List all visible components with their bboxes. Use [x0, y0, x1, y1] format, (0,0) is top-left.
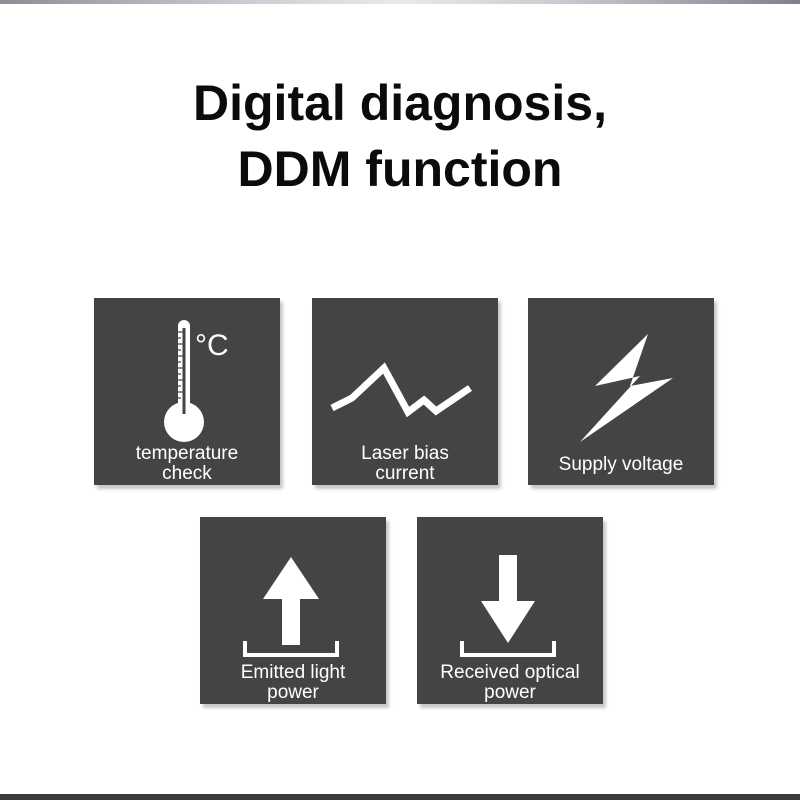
- tile-label-line-2: check: [162, 463, 212, 484]
- tile-label-line-2: current: [375, 463, 435, 484]
- tile-label-line-1: Supply voltage: [558, 454, 684, 475]
- celsius-unit-label: °C: [195, 329, 229, 362]
- tile-supply-voltage: Supply voltage: [528, 298, 714, 485]
- up-arrow-icon: [243, 557, 339, 657]
- tile-laser-bias-current: Laser bias current: [312, 298, 498, 485]
- tile-label-line-1: Laser bias: [361, 443, 449, 464]
- page-title: Digital diagnosis, DDM function: [0, 70, 800, 202]
- thermometer-icon: °C: [164, 320, 229, 442]
- tile-label-line-1: temperature: [135, 443, 239, 464]
- tile-received-optical-power: Received optical power: [417, 517, 603, 704]
- tile-emitted-light-power: Emitted light power: [200, 517, 386, 704]
- lightning-bolt-icon: [580, 334, 673, 442]
- bottom-edge-bar: [0, 794, 800, 800]
- tile-label: Emitted light power: [200, 663, 386, 703]
- page-title-line-1: Digital diagnosis,: [193, 75, 607, 131]
- page-title-line-2: DDM function: [237, 141, 563, 197]
- tile-label: Laser bias current: [312, 444, 498, 484]
- tile-label: Supply voltage: [528, 455, 714, 475]
- tile-label-line-2: power: [267, 682, 319, 703]
- tile-label-line-1: Received optical: [440, 662, 580, 683]
- down-arrow-icon: [460, 555, 556, 657]
- tile-label: temperature check: [94, 444, 280, 484]
- top-edge-bar: [0, 0, 800, 4]
- tile-label: Received optical power: [417, 663, 603, 703]
- zigzag-waveform-icon: [330, 362, 472, 418]
- tile-label-line-2: power: [484, 682, 536, 703]
- tile-label-line-1: Emitted light: [240, 662, 346, 683]
- tile-temperature-check: °C temperature check: [94, 298, 280, 485]
